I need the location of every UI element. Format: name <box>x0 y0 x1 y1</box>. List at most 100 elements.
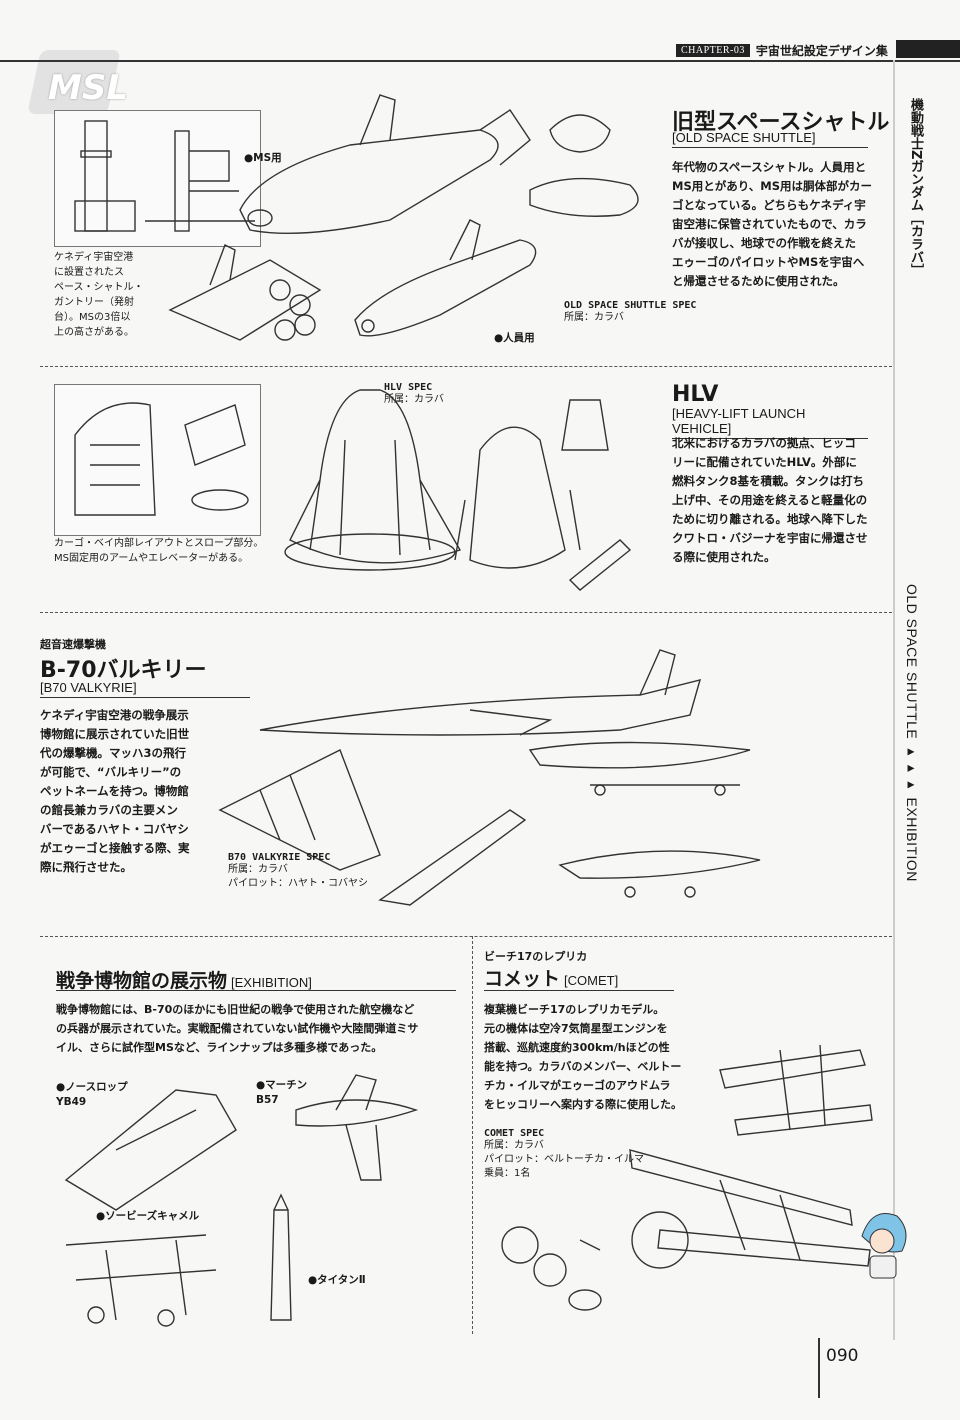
exhibition-drawings <box>64 1074 419 1327</box>
spec-owner: 所属：カラバ <box>564 312 624 323</box>
page-number: 090 <box>826 1346 859 1366</box>
msl-logo: MSL <box>27 40 128 120</box>
label-titan: ●タイタンⅡ <box>308 1274 366 1286</box>
body-line: バが接収し、地球での作戦を終えた <box>672 236 856 250</box>
comet-body: 複葉機ビーチ17のレプリカモデル。 元の機体は空冷7気筒星型エンジンを 搭載、巡… <box>484 1000 704 1114</box>
body-line: 代の爆撃機。マッハ3の飛行 <box>40 746 187 760</box>
hlv-body: 北米におけるカラバの拠点、ヒッコ リーに配備されていたHLV。外部に 燃料タンク… <box>672 434 882 567</box>
section-label: OLD SPACE SHUTTLE ▸▸▸ EXHIBITION <box>904 584 920 882</box>
body-line: 能を持つ。カラバのメンバー、ベルトー <box>484 1060 682 1073</box>
body-line: 際に飛行させた。 <box>40 860 132 874</box>
spec-title: HLV SPEC <box>384 382 433 393</box>
b70-title: B-70バルキリー <box>40 658 207 683</box>
body-line: 年代物のスペースシャトル。人員用と <box>672 160 867 174</box>
label-yb49: ●ノースロップ YB49 <box>56 1080 128 1110</box>
exhibition-subtitle: [EXHIBITION] <box>231 975 312 990</box>
gantry-sketch <box>54 110 261 247</box>
body-line: ために切り離される。地球へ降下した <box>672 512 868 526</box>
caption-line: MS固定用のアームやエレベーターがある。 <box>54 553 249 564</box>
shuttle-drawings <box>168 94 639 341</box>
body-line: の館長兼カラバの主要メン <box>40 803 178 817</box>
comet-drawings <box>501 1044 873 1311</box>
shuttle-spec: OLD SPACE SHUTTLE SPEC 所属：カラバ <box>564 300 696 325</box>
spec-pilot: パイロット：ベルトーチカ・イルマ <box>484 1154 644 1165</box>
body-line: をヒッコリーへ案内する際に使用した。 <box>484 1098 682 1111</box>
logo-text: MSL <box>48 68 128 108</box>
body-line: MS用とがあり、MS用は胴体部がカー <box>672 179 872 193</box>
hlv-subtitle: [HEAVY-LIFT LAUNCH VEHICLE] <box>672 406 868 439</box>
comet-subtitle: [COMET] <box>564 973 619 988</box>
body-line: イル、さらに試作型MSなど、ラインナップは多種多様であった。 <box>56 1041 383 1054</box>
item-name: ●マーチン <box>256 1079 308 1091</box>
b70-kicker: 超音速爆撃機 <box>40 638 106 651</box>
column-divider <box>472 936 473 1334</box>
caption-line: ケネディ宇宙空港 <box>54 252 134 263</box>
body-line: 燃料タンク8基を積載。タンクは打ち <box>672 474 864 488</box>
exhibition-title: 戦争博物館の展示物 <box>56 970 228 992</box>
comet-heading: コメット [COMET] <box>484 964 618 991</box>
body-line: と帰還させるために使用された。 <box>672 274 845 288</box>
caption-line: 台）。MSの3倍以 <box>54 312 131 323</box>
page-number-rule <box>818 1338 820 1398</box>
exhibition-rule <box>56 990 456 991</box>
label-b57: ●マーチン B57 <box>256 1078 307 1108</box>
series-label: 機動戦士Zガンダム［カラバ］ <box>908 98 923 277</box>
caption-line: カーゴ・ベイ内部レイアウトとスロープ部分。 <box>54 538 264 549</box>
shuttle-title: 旧型スペースシャトル <box>672 110 890 135</box>
body-line: の兵器が展示されていた。実戦配備されていない試作機や大陸間弾道ミサ <box>56 1022 419 1035</box>
spec-title: COMET SPEC <box>484 1128 545 1139</box>
section-divider <box>40 612 892 613</box>
body-line: ペットネームを持つ。博物館 <box>40 784 189 798</box>
chapter-tag: CHAPTER-03 <box>676 43 750 57</box>
section-divider <box>40 366 892 367</box>
exhibition-heading: 戦争博物館の展示物 [EXHIBITION] <box>56 966 312 993</box>
body-line: 上げ中、その用途を終えると軽量化の <box>672 493 868 507</box>
mascot-figure <box>861 1213 907 1279</box>
spec-pilot: パイロット：ハヤト・コバヤシ <box>228 878 368 889</box>
label-ms-shuttle: ●MS用 <box>244 152 282 164</box>
header-rule <box>0 60 960 62</box>
hlv-title: HLV <box>672 382 719 407</box>
body-line: リーに配備されていたHLV。外部に <box>672 455 857 469</box>
spec-title: B70 VALKYRIE SPEC <box>228 852 331 863</box>
spec-owner: 所属：カラバ <box>384 394 444 405</box>
body-line: る際に使用された。 <box>672 550 776 564</box>
body-line: エゥーゴのパイロットやMSを宇宙へ <box>672 255 865 269</box>
item-name: ●ノースロップ <box>56 1081 128 1093</box>
cargo-bay-sketch <box>54 384 261 536</box>
b70-spec: B70 VALKYRIE SPEC 所属：カラバ パイロット：ハヤト・コバヤシ <box>228 852 368 891</box>
body-line: 宙空港に保管されていたもので、カラ <box>672 217 867 231</box>
body-line: 複葉機ビーチ17のレプリカモデル。 <box>484 1003 665 1016</box>
comet-title: コメット <box>484 968 561 990</box>
side-rule <box>893 60 895 1340</box>
exhibition-body: 戦争博物館には、B-70のほかにも旧世紀の戦争で使用された航空機など の兵器が展… <box>56 1000 468 1057</box>
b70-body: ケネディ宇宙空港の戦争展示 博物館に展示されていた旧世 代の爆撃機。マッハ3の飛… <box>40 706 260 877</box>
chapter-title: 宇宙世紀設定デザイン集 <box>755 43 888 58</box>
caption-line: に設置されたス <box>54 267 124 278</box>
body-line: 搭載、巡航速度約300km/hほどの性 <box>484 1041 670 1054</box>
spec-owner: 所属：カラバ <box>484 1140 544 1151</box>
body-line: 北米におけるカラバの拠点、ヒッコ <box>672 436 856 450</box>
hlv-drawings <box>284 389 632 591</box>
cargo-caption: カーゴ・ベイ内部レイアウトとスロープ部分。 MS固定用のアームやエレベーターがあ… <box>54 536 274 566</box>
gantry-drawing <box>74 120 255 232</box>
label-crew-shuttle: ●人員用 <box>494 332 535 344</box>
hlv-spec: HLV SPEC 所属：カラバ <box>384 382 444 407</box>
body-line: ゴとなっている。どちらもケネディ宇 <box>672 198 866 212</box>
body-line: 戦争博物館には、B-70のほかにも旧世紀の戦争で使用された航空機など <box>56 1003 415 1016</box>
item-model: B57 <box>256 1094 279 1106</box>
body-line: 元の機体は空冷7気筒星型エンジンを <box>484 1022 668 1035</box>
item-model: YB49 <box>56 1096 87 1108</box>
comet-spec: COMET SPEC 所属：カラバ パイロット：ベルトーチカ・イルマ 乗員：1名 <box>484 1128 644 1181</box>
shuttle-body: 年代物のスペースシャトル。人員用と MS用とがあり、MS用は胴体部がカー ゴとな… <box>672 158 882 291</box>
chapter-header: CHAPTER-03 宇宙世紀設定デザイン集 <box>676 40 888 60</box>
gantry-caption: ケネディ宇宙空港 に設置されたス ペース・シャトル・ ガントリー（発射 台）。M… <box>54 250 184 340</box>
body-line: クワトロ・バジーナを宇宙に帰還させ <box>672 531 868 545</box>
header-bar <box>896 40 960 58</box>
caption-line: 上の高さがある。 <box>54 327 134 338</box>
caption-line: ガントリー（発射 <box>54 297 134 308</box>
spec-owner: 所属：カラバ <box>228 864 288 875</box>
caption-line: ペース・シャトル・ <box>54 282 144 293</box>
b70-drawings <box>218 649 761 906</box>
spec-crew: 乗員：1名 <box>484 1168 531 1179</box>
